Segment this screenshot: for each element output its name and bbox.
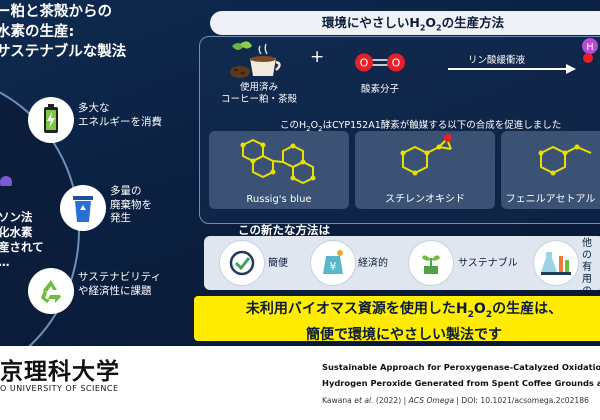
concern-waste: 多量の 廃棄物を 発生 [110,185,152,226]
new-method-title: この新たな方法は [238,223,330,237]
molecule-card-russigs-blue: Russig's blue [209,131,349,209]
hydrogen-peroxide-icon: H [582,38,598,63]
citation-title-line-1: Sustainable Approach for Peroxygenase-Ca… [322,362,600,372]
merit-other-line-2: 有用 [582,262,592,285]
concern-sustainability: サステナビリティ や経済性に課題 [78,271,161,298]
citation-doi: | DOI: 10.1021/acsomega.2c02186 [453,396,589,405]
recycle-icon [28,268,74,314]
left-title: ー粕と茶殻からの 水素の生産: サステナブルな製法 [0,2,196,62]
promote-suffix: はCYP152A1酵素が触媒する以下の合成を促進しました [322,120,562,131]
university-logo-japanese: 京理科大学 [0,358,120,385]
method-header-suffix: の生産方法 [441,15,505,30]
concern-energy-line-1: 多大な [78,102,110,114]
method-header: 環境にやさしいH2O2の生産方法 [210,11,600,35]
molecule-label-phenylacetaldehyde: フェニルアセトアル [505,194,596,205]
russigs-blue-structure [240,138,316,185]
lamp-icon [0,176,12,186]
molecule-card-styrene-oxide: スチレンオキシド [355,131,495,209]
reaction-arrow [448,64,576,74]
oxygen-molecule-icon: O O [355,53,405,72]
conclusion-prefix: 未利用バイオマス資源を使用したH [245,301,468,317]
promote-prefix: このH [280,120,307,131]
citation-journal: ACS Omega [408,396,454,405]
merit-sustainable-label: サステナブル [458,258,518,269]
anthraquinone-description: ソン法 化水素 産されて … [0,210,44,270]
concern-waste-line-2: 廃棄物を [110,198,152,211]
citation-etal: et al. [354,396,374,405]
money-icon: ¥ [310,240,356,286]
reactant-coffee-label: 使用済み コーヒー粕・茶殻 [214,82,304,106]
svg-text:¥: ¥ [330,260,337,273]
waste-bin-icon [60,185,106,231]
oxygen-atom-right: O [392,57,401,70]
concern-energy: 多大な エネルギーを消費 [78,102,162,129]
flask-icon [533,240,579,286]
left-title-line-3: サステナブルな製法 [0,44,127,60]
citation-authors: Kawana [322,396,352,405]
buffer-label: リン酸緩衝液 [468,55,526,66]
conclusion-mid: O [473,301,486,317]
phenylacetaldehyde-structure [538,144,592,176]
conclusion-banner: 未利用バイオマス資源を使用したH2O2の生産は、 簡便で環境にやさしい製法です [194,296,600,343]
styrene-oxide-structure [400,134,452,176]
reactant-oxygen-label: 酸素分子 [360,84,399,95]
left-title-line-1: ー粕と茶殻からの [0,4,112,20]
footer [0,346,600,420]
molecule-label-styrene-oxide: スチレンオキシド [385,194,465,205]
left-side-line-2: 化水素 [0,225,33,239]
check-icon [219,240,265,286]
conclusion-line-1: 未利用バイオマス資源を使用したH2O2の生産は、 [194,299,600,325]
citation-year: (2022) | [373,396,409,405]
conclusion-line-2: 簡便で環境にやさしい製法です [306,326,502,343]
promote-text: このH2O2はCYP152A1酵素が触媒する以下の合成を促進しました [280,117,561,133]
merit-other-line-1: 他の [582,238,592,261]
concern-sustainability-line-1: サステナビリティ [78,271,162,283]
conclusion-suffix: の生産は、 [492,301,563,317]
merit-economical-label: 経済的 [358,258,388,269]
left-side-line-4: … [0,255,44,270]
left-side-line-3: 産されて [0,240,44,254]
hydrogen-atom: H [586,42,594,53]
reactant-coffee-line-1: 使用済み [239,82,278,93]
concern-waste-line-3: 発生 [110,212,131,224]
merit-simple-label: 簡便 [268,258,288,269]
method-header-sub-1: 2 [419,23,426,33]
method-header-prefix: 環境にやさしいH [321,15,420,30]
promote-sub-1: 2 [306,124,311,133]
reactant-coffee-line-2: コーヒー粕・茶殻 [220,94,297,105]
molecule-label-russigs-blue: Russig's blue [246,194,312,205]
concern-waste-line-1: 多量の [110,185,142,197]
molecule-card-phenylacetaldehyde: フェニルアセトアル [501,131,600,209]
university-logo-english: O UNIVERSITY OF SCIENCE [0,384,119,393]
coffee-cup-icon [230,41,281,78]
conclusion-sub-1: 2 [467,309,474,320]
conclusion-sub-2: 2 [485,309,493,320]
method-header-sub-2: 2 [436,23,442,33]
promote-mid: O [310,120,319,131]
left-side-line-1: ソン法 [0,210,33,224]
promote-sub-2: 2 [318,124,323,133]
oxygen-atom-left: O [360,57,369,70]
plus-sign: + [310,47,325,67]
citation-reference: Kawana et al. (2022) | ACS Omega | DOI: … [322,396,589,405]
concern-energy-line-2: エネルギーを消費 [78,115,162,128]
battery-icon [28,97,74,143]
citation-title-line-2: Hydrogen Peroxide Generated from Spent C… [322,378,600,388]
concern-sustainability-line-2: や経済性に課題 [78,284,152,297]
sprout-icon [408,240,454,286]
left-title-line-2: 水素の生産: [0,24,75,40]
method-header-mid: O [425,15,437,30]
